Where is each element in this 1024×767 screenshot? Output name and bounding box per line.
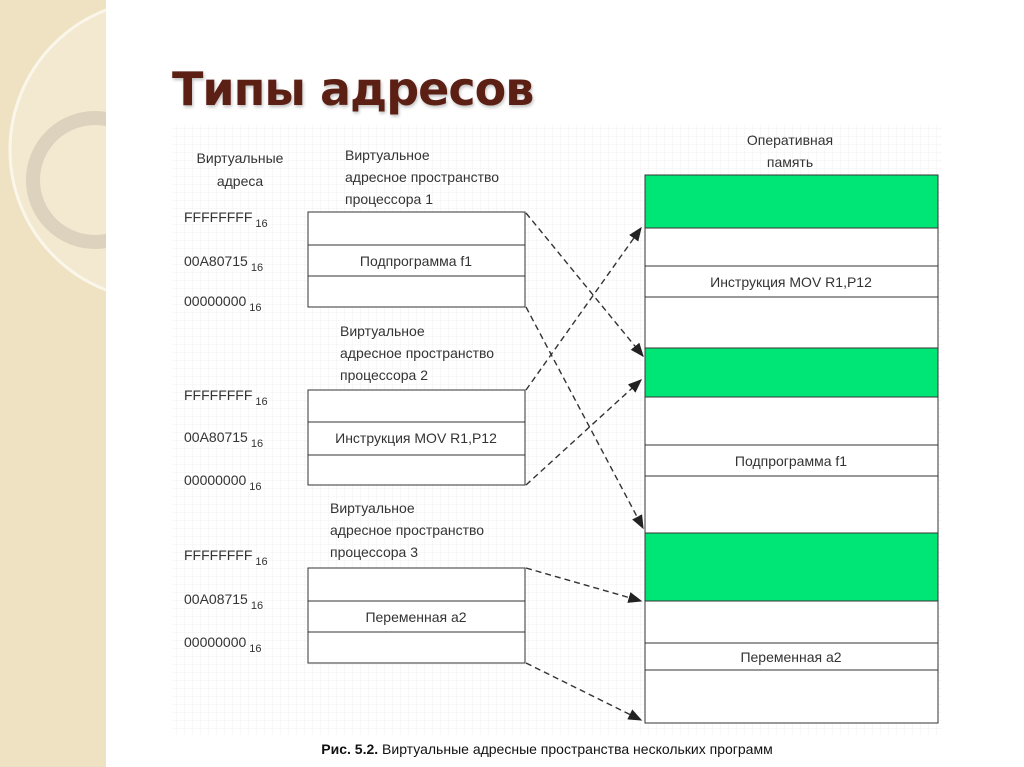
memory-cell <box>644 642 939 671</box>
address-base: 16 <box>255 396 267 408</box>
virtual-space-title: Виртуальное <box>345 147 430 163</box>
address-value: 00A80715 <box>184 429 248 445</box>
virtual-space-title: процессора 3 <box>330 544 418 560</box>
virtual-space-3: Виртуальное адресное пространство процессо… <box>184 500 526 664</box>
virtual-space-cell <box>307 421 526 456</box>
mapping-arrow <box>525 306 644 530</box>
memory-cell <box>644 475 939 534</box>
address-base: 16 <box>249 643 261 655</box>
address-value: 00A08715 <box>184 591 248 607</box>
address-value: 00000000 <box>184 634 247 650</box>
virtual-space-2: Виртуальное адресное пространство процессо… <box>184 323 526 493</box>
virtual-space-cell <box>307 454 526 486</box>
virtual-space-cell <box>307 389 526 423</box>
memory-cell <box>644 600 939 644</box>
virtual-space-cell <box>307 600 526 633</box>
virtual-space-title: процессора 1 <box>345 191 433 207</box>
virtual-space-cell <box>307 211 526 246</box>
mapping-arrow <box>525 212 644 358</box>
memory-cell <box>644 265 939 298</box>
address-base: 16 <box>255 556 267 568</box>
address-base: 16 <box>251 600 263 612</box>
memory-label: Оперативная <box>747 132 833 148</box>
memory-cell <box>644 669 939 724</box>
virtual-space-cell <box>307 244 526 277</box>
mapping-arrow <box>525 662 643 721</box>
memory-occupied-block <box>644 174 939 229</box>
virtual-space-title: процессора 2 <box>340 367 428 383</box>
address-base: 16 <box>249 302 261 314</box>
virtual-addresses-label: адреса <box>217 173 264 189</box>
virtual-space-title: адресное пространство <box>330 522 484 538</box>
address-value: 00A80715 <box>184 253 248 269</box>
virtual-space-content: Инструкция MOV R1,P12 <box>335 430 497 446</box>
address-value: 00000000 <box>184 472 247 488</box>
virtual-space-content: Подпрограмма f1 <box>360 253 472 269</box>
memory-cell <box>644 296 939 349</box>
virtual-space-title: Виртуальное <box>330 500 415 516</box>
memory-occupied-block <box>644 532 939 602</box>
address-base: 16 <box>255 218 267 230</box>
address-base: 16 <box>251 262 263 274</box>
virtual-space-1: Виртуальное адресное пространство процессо… <box>184 147 526 314</box>
virtual-space-title: Виртуальное <box>340 323 425 339</box>
decorative-side-strip <box>0 0 106 767</box>
virtual-space-cell <box>307 567 526 602</box>
physical-memory: Инструкция MOV R1,P12 Подпрограмма f1 Пе… <box>644 174 939 724</box>
virtual-space-content: Переменная a2 <box>365 609 466 625</box>
caption-text: Виртуальные адресные пространства нескол… <box>378 741 773 757</box>
memory-cell <box>644 227 939 267</box>
memory-cell-label: Инструкция MOV R1,P12 <box>710 274 872 290</box>
decorative-circles-icon <box>8 8 106 292</box>
figure-caption: Рис. 5.2. Виртуальные адресные пространс… <box>321 741 772 757</box>
virtual-space-title: адресное пространство <box>345 169 499 185</box>
address-base: 16 <box>249 481 261 493</box>
virtual-addresses-label: Виртуальные <box>197 150 284 166</box>
address-base: 16 <box>251 438 263 450</box>
memory-cell-label: Подпрограмма f1 <box>735 453 847 469</box>
virtual-space-cell <box>307 631 526 664</box>
address-value: FFFFFFFF <box>184 387 252 403</box>
virtual-space-title: адресное пространство <box>340 345 494 361</box>
memory-label: память <box>767 154 813 170</box>
address-value: FFFFFFFF <box>184 547 252 563</box>
mapping-arrow <box>525 379 643 486</box>
virtual-space-cell <box>307 275 526 308</box>
memory-cell-label: Переменная a2 <box>740 649 841 665</box>
mapping-arrows <box>525 212 644 721</box>
caption-number: Рис. 5.2. <box>321 741 378 757</box>
slide-title: Типы адресов <box>172 62 534 116</box>
mapping-arrow <box>525 226 642 391</box>
memory-cell <box>644 396 939 446</box>
memory-occupied-block <box>644 347 939 398</box>
address-value: 00000000 <box>184 293 247 309</box>
address-value: FFFFFFFF <box>184 209 252 225</box>
